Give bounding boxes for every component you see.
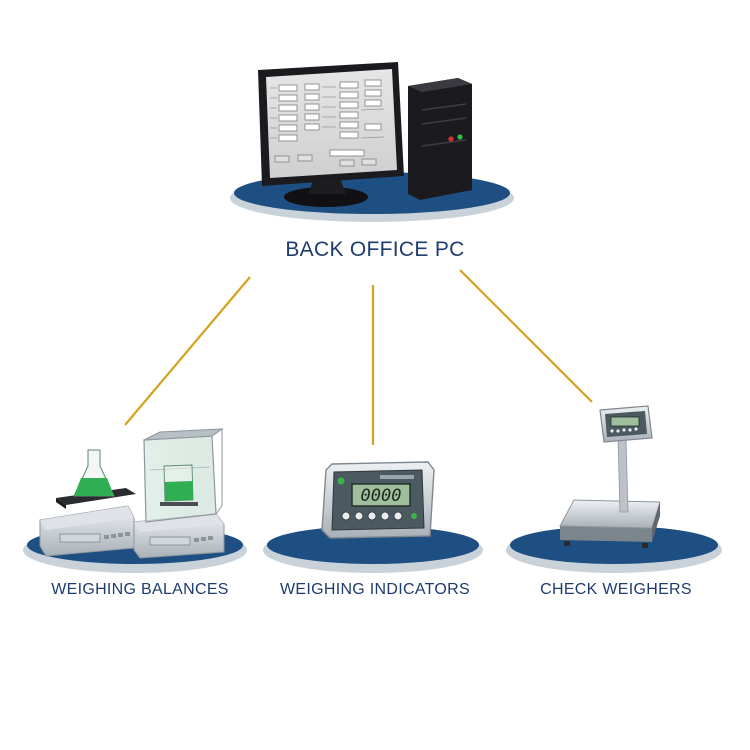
balances-node [23,428,247,573]
balance-1-display [59,533,101,543]
platform-scale-icon [559,405,661,548]
scale-head-display [610,416,640,427]
scale-base-side [560,526,652,542]
indicator-readout: 0000 [361,486,402,506]
checkweighers-node [506,405,722,573]
indicator-keypad [341,511,403,521]
desktop-computer-icon [258,62,472,207]
beaker-2-liquid [165,481,193,501]
status-led [457,134,463,140]
indicators-node: 0000 [263,461,483,573]
label-weighing-indicators: WEIGHING INDICATORS [279,581,470,598]
pc-tower [408,78,472,200]
flask-1-liquid [74,478,114,496]
label-back-office-pc: BACK OFFICE PC [285,238,465,261]
connector-pc-checkweighers [459,269,593,403]
scale-column [617,437,629,513]
pc-node [230,62,514,222]
power-led [448,136,454,142]
monitor-base [284,187,368,207]
connector-pc-balances [124,276,251,426]
indicator-display [351,483,411,507]
label-weighing-balances: WEIGHING BALANCES [51,581,229,598]
scale-base-top [559,499,661,529]
lab-balance-icon [39,428,225,559]
weighing-indicator-icon: 0000 [321,461,435,539]
brand-logo [337,477,345,485]
balance-2-display [149,536,191,546]
label-check-weighers: CHECK WEIGHERS [540,581,692,598]
connector-lines [124,269,593,445]
screen-form [274,79,382,167]
